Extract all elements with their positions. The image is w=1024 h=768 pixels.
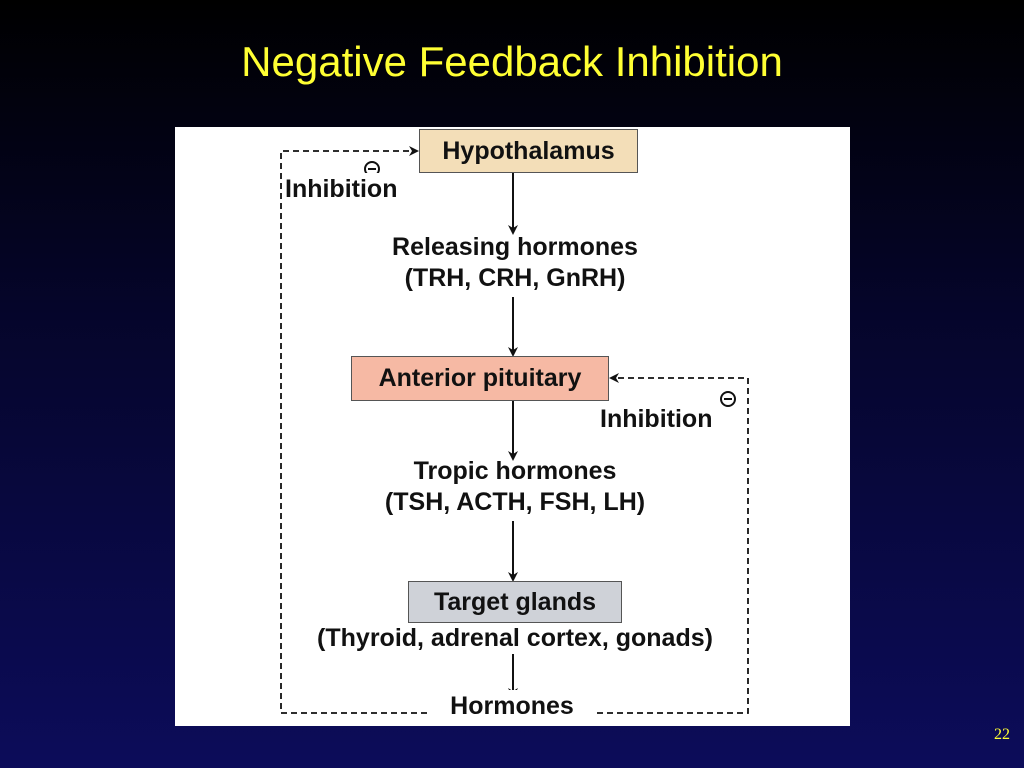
feedback-loop-to-pituitary bbox=[597, 373, 749, 714]
feedback-loop-to-hypothalamus bbox=[280, 146, 427, 714]
hypothalamus-box: Hypothalamus bbox=[419, 129, 638, 173]
tropic-hormones-label: Tropic hormones bbox=[413, 457, 617, 485]
slide-title: Negative Feedback Inhibition bbox=[241, 38, 783, 85]
page-number: 22 bbox=[994, 726, 1010, 743]
minus-circle-icon bbox=[720, 391, 736, 407]
releasing-hormones-examples: (TRH, CRH, GnRH) bbox=[404, 264, 626, 292]
diagram-connectors bbox=[280, 146, 749, 714]
target-glands-examples: (Thyroid, adrenal cortex, gonads) bbox=[317, 624, 713, 652]
inhibition-label-top: Inhibition bbox=[285, 173, 398, 205]
releasing-hormones-label: Releasing hormones bbox=[392, 233, 638, 261]
inhibition-label-right: Inhibition bbox=[600, 403, 713, 435]
anterior-pituitary-box: Anterior pituitary bbox=[351, 356, 609, 401]
tropic-hormones-examples: (TSH, ACTH, FSH, LH) bbox=[384, 488, 646, 516]
feedback-diagram: Hypothalamus Inhibition Releasing hormon… bbox=[175, 127, 850, 726]
target-glands-box: Target glands bbox=[408, 581, 622, 623]
hormones-label: Hormones bbox=[427, 690, 597, 722]
